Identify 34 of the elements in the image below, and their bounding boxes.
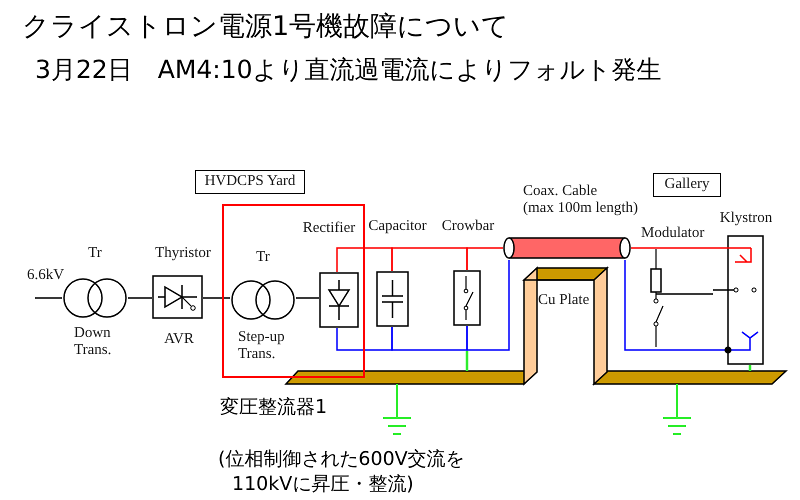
component-label: Tr — [255, 249, 271, 266]
enclosure-frame — [222, 204, 365, 378]
wire — [35, 297, 62, 299]
wire — [624, 260, 727, 351]
component-label: Crowbar — [440, 218, 496, 235]
wire — [391, 247, 468, 271]
wire — [128, 297, 152, 299]
wire — [296, 297, 319, 299]
component-label: Tr — [87, 245, 103, 262]
component-label: Coax. Cable (max 100m length) — [523, 183, 639, 217]
voltage-label: 6.6kV — [27, 266, 64, 285]
component-label: Klystron — [718, 210, 774, 227]
wire — [466, 260, 510, 351]
component-label: Thyristor — [154, 245, 212, 262]
caption: 変圧整流器1 — [220, 395, 328, 420]
wire — [713, 289, 727, 291]
area-label-box: HVDCPS Yard — [195, 170, 305, 194]
wire — [336, 247, 393, 272]
component-label: AVR — [163, 331, 195, 348]
component-label: Modulator — [641, 225, 704, 242]
title: クライストロン電源1号機故障について — [22, 10, 510, 44]
wire — [631, 247, 727, 249]
wire — [203, 297, 230, 299]
plate-label: Cu Plate — [538, 292, 590, 309]
note: (位相制御された600V交流を110kVに昇圧・整流) — [218, 447, 465, 497]
component-label: Step-up Trans. — [238, 329, 286, 363]
component-label: Capacitor — [367, 218, 428, 235]
wire — [466, 247, 503, 270]
wire — [391, 326, 468, 351]
subtitle: 3月22日 AM4:10より直流過電流によりフォルト発生 — [35, 54, 662, 85]
component-label: Down Trans. — [74, 325, 112, 359]
wire — [336, 327, 393, 351]
area-label-box: Gallery — [653, 173, 721, 197]
component-label: Rectifier — [302, 220, 356, 237]
